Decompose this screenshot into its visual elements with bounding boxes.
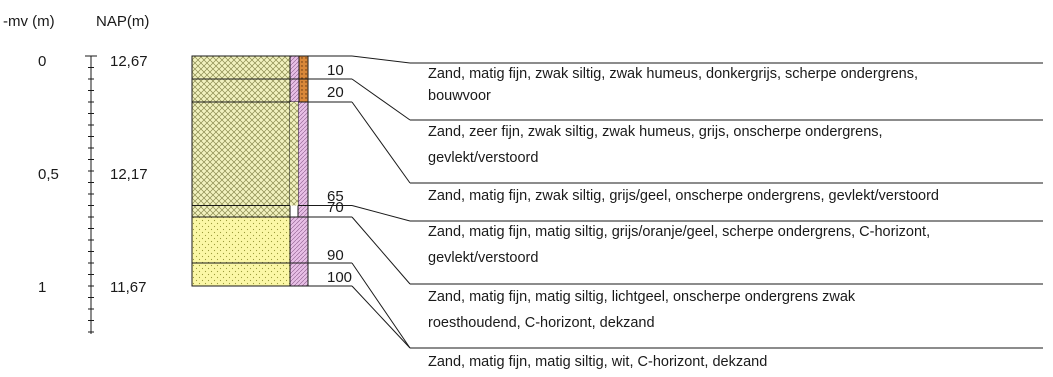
- admixture-strip: [289, 55, 300, 80]
- scale-depth-label: 0,5: [38, 166, 59, 183]
- layer-description: Zand, matig fijn, zwak siltig, grijs/gee…: [428, 188, 939, 204]
- admixture-strip: [289, 216, 309, 264]
- soil-layer: [191, 101, 291, 206]
- scale-depth-label: 1: [38, 279, 46, 296]
- layer-description: Zand, zeer fijn, zwak siltig, zwak humeu…: [428, 124, 883, 140]
- layer-description: Zand, matig fijn, matig siltig, grijs/or…: [428, 224, 930, 240]
- leader-line: [351, 205, 411, 222]
- leader-line: [351, 55, 411, 64]
- layer-description: gevlekt/verstoord: [428, 250, 538, 266]
- depth-scale: [85, 55, 97, 334]
- soil-column: [191, 55, 309, 287]
- admixture-strip: [298, 78, 309, 103]
- layer-depth-label: 10: [327, 62, 344, 79]
- soil-layer: [191, 205, 291, 218]
- layer-depth-label: 100: [327, 269, 352, 286]
- layer-depth-label: 90: [327, 247, 344, 264]
- soil-layer: [191, 78, 291, 103]
- admixture-strip: [289, 78, 300, 103]
- admixture-strip: [298, 55, 309, 80]
- soil-layer: [191, 55, 291, 80]
- scale-depth-label: 0: [38, 53, 46, 70]
- scale-nap-label: 12,67: [110, 53, 148, 70]
- soil-layer-edge: [290, 102, 298, 206]
- depth-header: -mv (m): [3, 13, 55, 30]
- layer-description: Zand, matig fijn, matig siltig, wit, C-h…: [428, 354, 767, 370]
- admixture-strip: [297, 205, 309, 218]
- leader-line: [351, 262, 411, 349]
- layer-description: Zand, matig fijn, zwak siltig, zwak hume…: [428, 66, 918, 82]
- layer-description: bouwvoor: [428, 88, 491, 104]
- scale-nap-label: 12,17: [110, 166, 148, 183]
- leader-line: [351, 101, 411, 184]
- leader-line: [351, 78, 411, 121]
- leader-line: [351, 216, 411, 285]
- layer-description: Zand, matig fijn, matig siltig, lichtgee…: [428, 289, 856, 305]
- layer-depth-label: 65: [327, 188, 344, 205]
- layer-depth-label: 20: [327, 84, 344, 101]
- soil-layer: [191, 216, 291, 264]
- layer-description: gevlekt/verstoord: [428, 150, 538, 166]
- layer-annotations: 10 20 65 70 90 100 Zand, matig fijn, zwa…: [308, 55, 1043, 370]
- nap-header: NAP(m): [96, 13, 149, 30]
- soil-layer: [191, 262, 291, 287]
- admixture-strip: [297, 101, 309, 206]
- layer-depth-label: 70: [327, 199, 344, 216]
- layer-description: roesthoudend, C-horizont, dekzand: [428, 315, 655, 331]
- admixture-strip: [289, 262, 309, 287]
- scale-nap-label: 11,67: [110, 279, 146, 296]
- leader-line: [351, 285, 411, 349]
